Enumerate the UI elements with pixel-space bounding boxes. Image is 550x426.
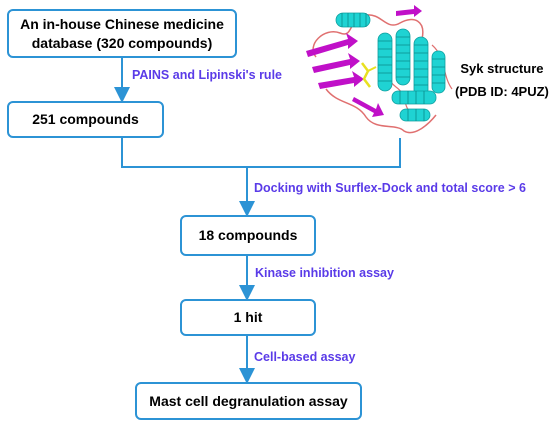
database-line2: database (320 compounds) xyxy=(31,34,213,51)
step-label-kinase: Kinase inhibition assay xyxy=(255,266,394,280)
step-label-cell: Cell-based assay xyxy=(254,350,356,364)
syk-structure-label: Syk structure (PDB ID: 4PUZ) xyxy=(455,57,549,104)
database-box: An in-house Chinese medicine database (3… xyxy=(7,9,237,58)
mast-cell-box: Mast cell degranulation assay xyxy=(135,382,362,420)
step-label-docking: Docking with Surflex-Dock and total scor… xyxy=(254,181,526,195)
syk-title: Syk structure xyxy=(460,61,544,76)
syk-protein-structure-image xyxy=(306,5,453,134)
database-line1: An in-house Chinese medicine xyxy=(20,16,224,33)
compounds-251-label: 251 compounds xyxy=(32,111,139,128)
mast-cell-label: Mast cell degranulation assay xyxy=(149,392,348,409)
hit-label: 1 hit xyxy=(233,309,263,326)
step-label-pains: PAINS and Lipinski's rule xyxy=(132,68,282,82)
compounds-251-box: 251 compounds xyxy=(7,101,164,138)
compounds-18-box: 18 compounds xyxy=(180,215,316,256)
compounds-18-label: 18 compounds xyxy=(198,227,298,244)
syk-pdb-id: (PDB ID: 4PUZ) xyxy=(455,84,549,100)
hit-box: 1 hit xyxy=(180,299,316,336)
